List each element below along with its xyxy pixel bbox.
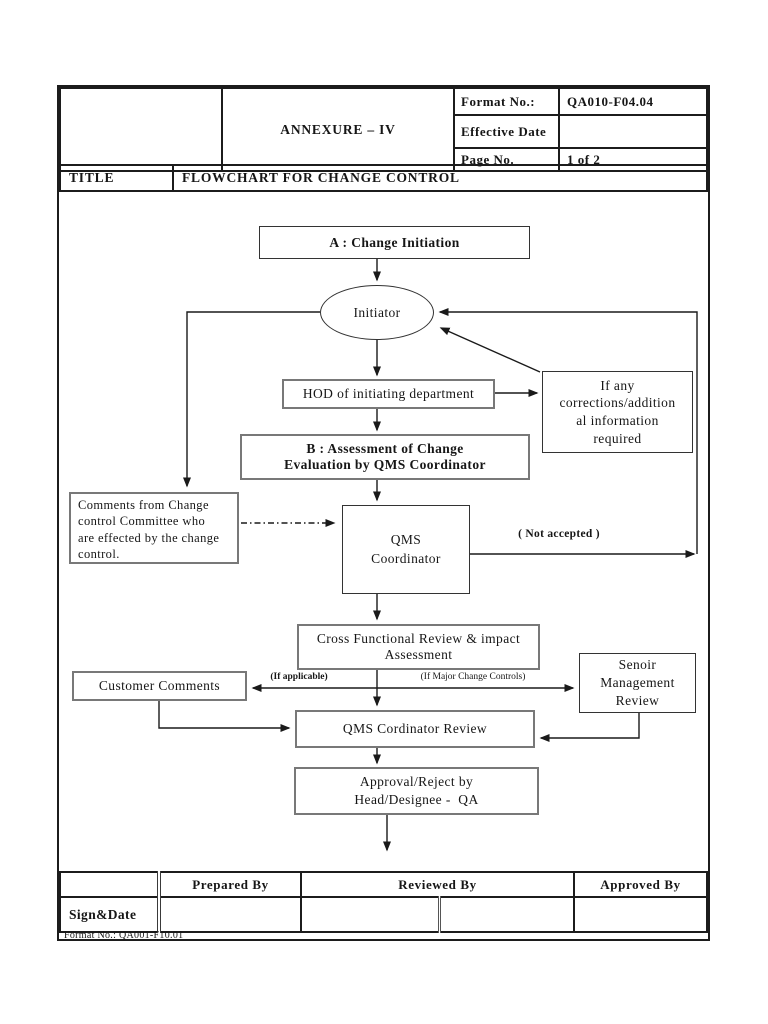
label-if-major-change: (If Major Change Controls) (420, 672, 526, 682)
annexure-title: ANNEXURE – IV (221, 87, 455, 172)
signature-table: Prepared By Reviewed By Approved By Sign… (59, 871, 708, 933)
node-cross-functional-review: Cross Functional Review & impact Assessm… (297, 624, 540, 670)
effective-date-label: Effective Date (453, 114, 560, 149)
title-row: TITLE FLOWCHART FOR CHANGE CONTROL (59, 164, 708, 192)
approved-by-sign-cell (573, 896, 708, 933)
label-if-applicable: (If applicable) (270, 672, 328, 682)
reviewed-by-sign-cell-1 (300, 896, 440, 933)
approved-by-header: Approved By (573, 871, 708, 898)
format-no-value: QA010-F04.04 (558, 87, 708, 116)
label-not-accepted: ( Not accepted ) (518, 528, 600, 540)
sign-date-label: Sign&Date (59, 896, 161, 933)
node-customer-comments: Customer Comments (72, 671, 247, 701)
node-initiator: Initiator (320, 285, 434, 340)
node-committee-comments: Comments from Change control Committee w… (69, 492, 239, 564)
node-corrections-required: If any corrections/addition al informati… (542, 371, 693, 453)
header-table: ANNEXURE – IV Format No.: QA010-F04.04 E… (59, 87, 708, 172)
footer-empty-cell (59, 871, 161, 898)
edge-customer-to-review (158, 701, 291, 732)
reviewed-by-sign-cell-2 (437, 896, 576, 933)
bottom-format-no: Format No.: QA001-F10.01 (64, 930, 184, 941)
node-hod: HOD of initiating department (282, 379, 495, 409)
node-senior-management-review: Senoir Management Review (579, 653, 696, 713)
prepared-by-sign-cell (158, 896, 302, 933)
node-qms-coordinator-review: QMS Cordinator Review (295, 710, 535, 748)
logo-cell (59, 87, 223, 172)
node-change-initiation: A : Change Initiation (259, 226, 530, 259)
node-assessment: B : Assessment of Change Evaluation by Q… (240, 434, 530, 480)
edge-corrections-to-initiator (439, 327, 541, 373)
node-approval-reject: Approval/Reject by Head/Designee - QA (294, 767, 539, 815)
effective-date-value (558, 114, 708, 149)
title-label: TITLE (59, 164, 174, 192)
node-qms-coordinator: QMS Coordinator (342, 505, 470, 594)
title-value: FLOWCHART FOR CHANGE CONTROL (172, 164, 708, 192)
page-border: ANNEXURE – IV Format No.: QA010-F04.04 E… (57, 85, 710, 941)
reviewed-by-header: Reviewed By (299, 871, 576, 898)
format-no-label: Format No.: (453, 87, 560, 116)
prepared-by-header: Prepared By (158, 871, 302, 898)
edge-senior-to-review (539, 713, 640, 742)
